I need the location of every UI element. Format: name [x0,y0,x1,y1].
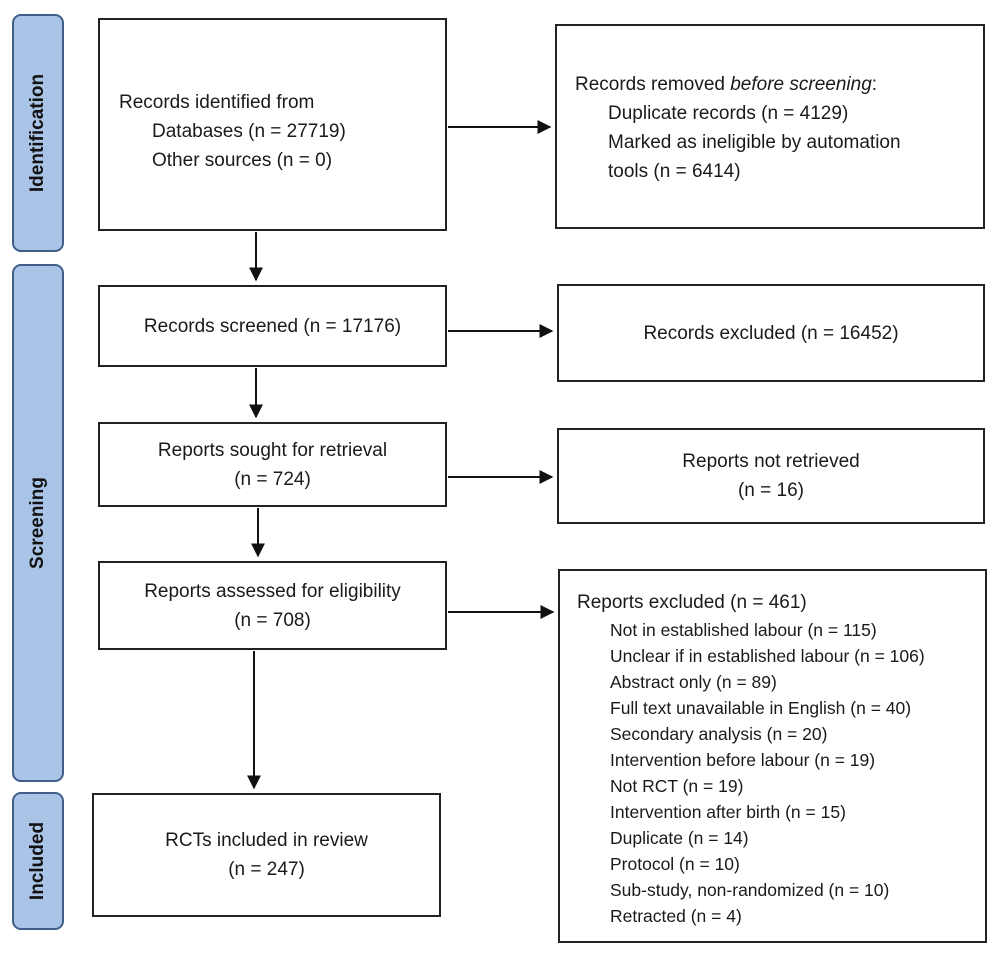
exclusion-reason: Not RCT (n = 19) [610,776,744,796]
reports-sought-count: (n = 724) [234,468,311,490]
stage-screening: Screening [12,264,64,782]
exclusion-reason: Abstract only (n = 89) [610,672,777,692]
exclusion-reason: Full text unavailable in English (n = 40… [610,698,912,718]
exclusion-reason: Unclear if in established labour (n = 10… [610,646,925,666]
exclusion-reason: Not in established labour (n = 115) [610,620,877,640]
reports-sought-box: Reports sought for retrieval (n = 724) [98,422,447,507]
ineligible-automation-line2: tools (n = 6414) [608,161,741,182]
stage-included: Included [12,792,64,930]
other-sources-count: Other sources (n = 0) [152,150,333,171]
reports-sought-line1: Reports sought for retrieval [157,439,388,461]
reports-not-retrieved-line1: Reports not retrieved [682,451,860,472]
exclusion-reason: Protocol (n = 10) [610,854,740,874]
included-count: (n = 247) [228,859,305,880]
included-line1: RCTs included in review [165,830,368,851]
exclusion-reason: Duplicate (n = 14) [610,828,749,848]
exclusion-reason: Secondary analysis (n = 20) [610,724,828,744]
exclusion-reason: Sub-study, non-randomized (n = 10) [610,880,890,900]
reports-not-retrieved-box: Reports not retrieved (n = 16) [557,428,985,524]
exclusion-reason: Retracted (n = 4) [610,906,742,926]
reports-excluded-heading: Reports excluded (n = 461) [577,592,807,613]
records-excluded-text: Records excluded (n = 16452) [643,322,899,344]
exclusion-reason: Intervention before labour (n = 19) [610,750,876,770]
records-screened-text: Records screened (n = 17176) [143,315,402,337]
duplicate-records-count: Duplicate records (n = 4129) [608,103,849,124]
reports-assessed-box: Reports assessed for eligibility (n = 70… [98,561,447,650]
records-removed-heading: Records removed before screening: [575,74,878,95]
records-screened-box: Records screened (n = 17176) [98,285,447,367]
ineligible-automation-line1: Marked as ineligible by automation [608,132,901,153]
reports-excluded-box: Reports excluded (n = 461) Not in establ… [558,569,987,943]
exclusion-reason: Intervention after birth (n = 15) [610,802,846,822]
reports-assessed-count: (n = 708) [234,609,311,631]
reports-not-retrieved-count: (n = 16) [737,480,804,501]
records-identified-heading: Records identified from [119,92,315,113]
reports-assessed-line1: Reports assessed for eligibility [144,580,401,602]
records-removed-box: Records removed before screening: Duplic… [555,24,985,229]
stage-identification: Identification [12,14,64,252]
records-excluded-box: Records excluded (n = 16452) [557,284,985,382]
databases-count: Databases (n = 27719) [152,121,346,142]
included-box: RCTs included in review (n = 247) [92,793,441,917]
records-identified-box: Records identified from Databases (n = 2… [98,18,447,231]
